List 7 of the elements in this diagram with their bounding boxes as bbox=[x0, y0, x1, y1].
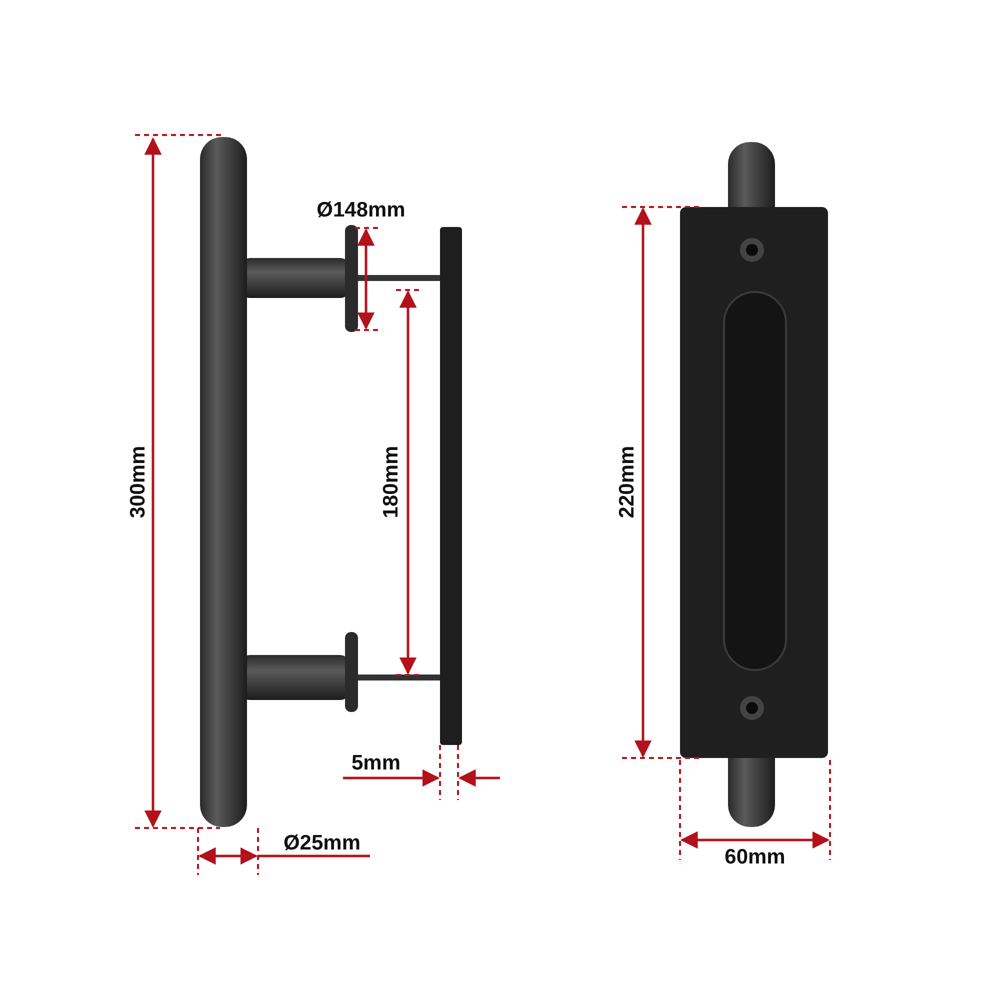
dimension-label: Ø148mm bbox=[316, 200, 406, 220]
dimension-label: Ø25mm bbox=[283, 832, 361, 854]
dimension-label: 300mm bbox=[128, 446, 148, 518]
dimension-label: 60mm bbox=[724, 846, 786, 868]
dimension-label: 5mm bbox=[351, 752, 401, 774]
dimension-label: 180mm bbox=[380, 446, 402, 518]
dimension-label: 220mm bbox=[616, 446, 638, 518]
